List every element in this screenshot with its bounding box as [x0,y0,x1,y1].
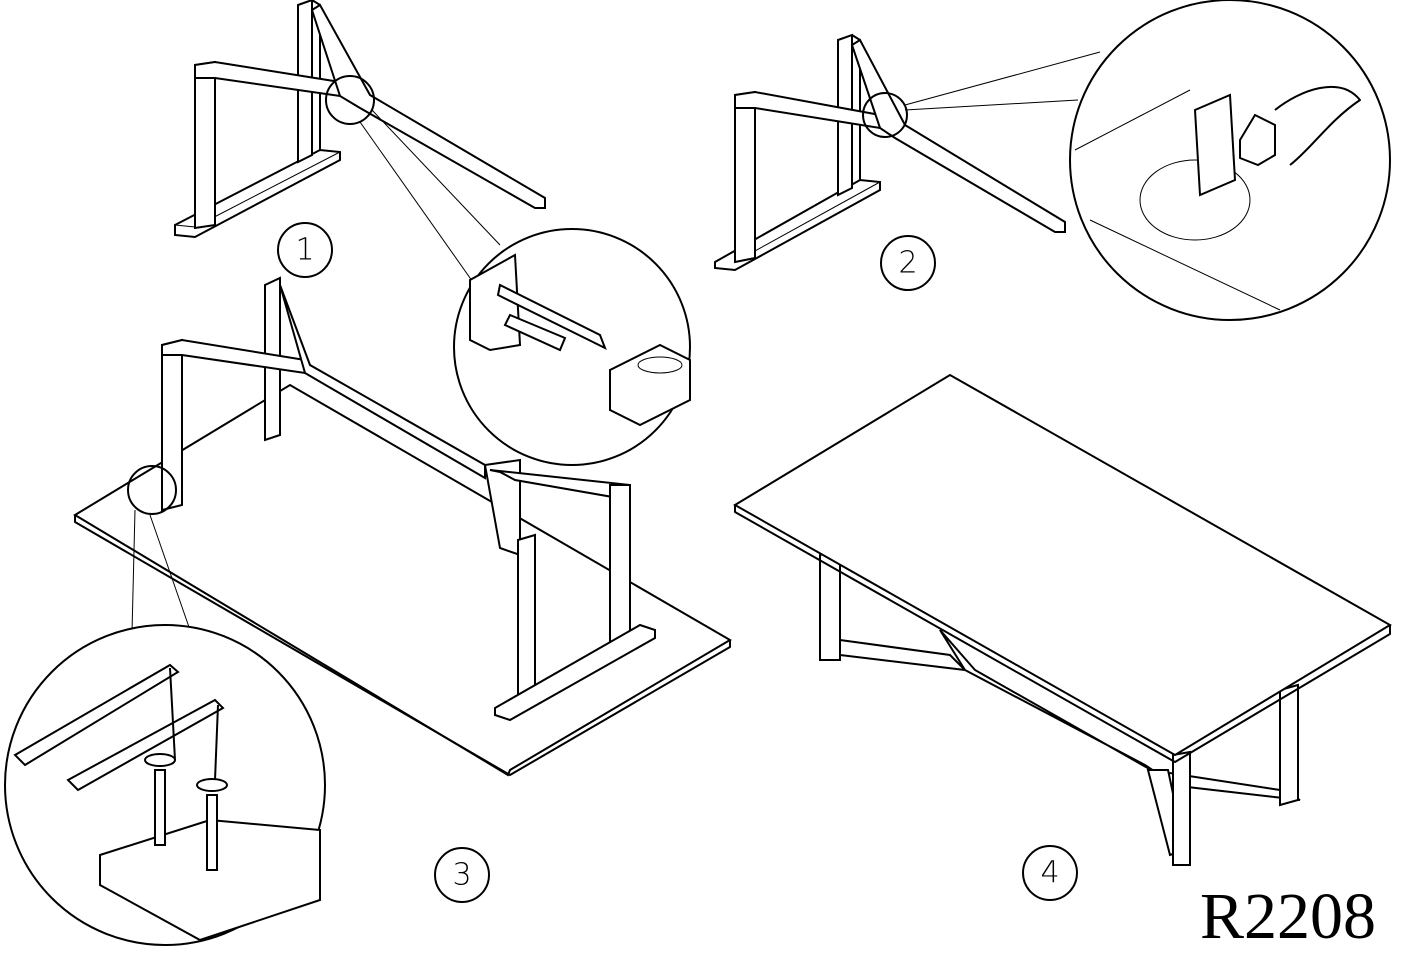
step-2-number: 2 [898,246,917,281]
detail-marker-1 [325,75,375,125]
step-2-frame [714,33,1101,272]
step-1-frame [174,0,546,286]
step-2-label: 2 [880,235,936,291]
step-3-label: 3 [434,847,490,903]
step-2-circle [880,235,936,291]
step-3-circle [434,847,490,903]
step-1-label: 1 [277,222,333,278]
step-1-circle [277,222,333,278]
step-4-number: 4 [1040,856,1059,891]
step-3-number: 3 [452,858,471,893]
step-4-label: 4 [1022,845,1078,901]
step-1-number: 1 [295,233,314,268]
detail-marker-2 [862,92,908,138]
product-code: R2208 [1200,880,1376,953]
step-3-detail [4,624,326,946]
step-4-circle [1022,845,1078,901]
detail-marker-3 [127,465,177,515]
step-1-detail [453,228,691,466]
step-4-table [733,373,1392,866]
step-3-assembly [73,276,732,777]
step-2-detail [1069,0,1391,321]
